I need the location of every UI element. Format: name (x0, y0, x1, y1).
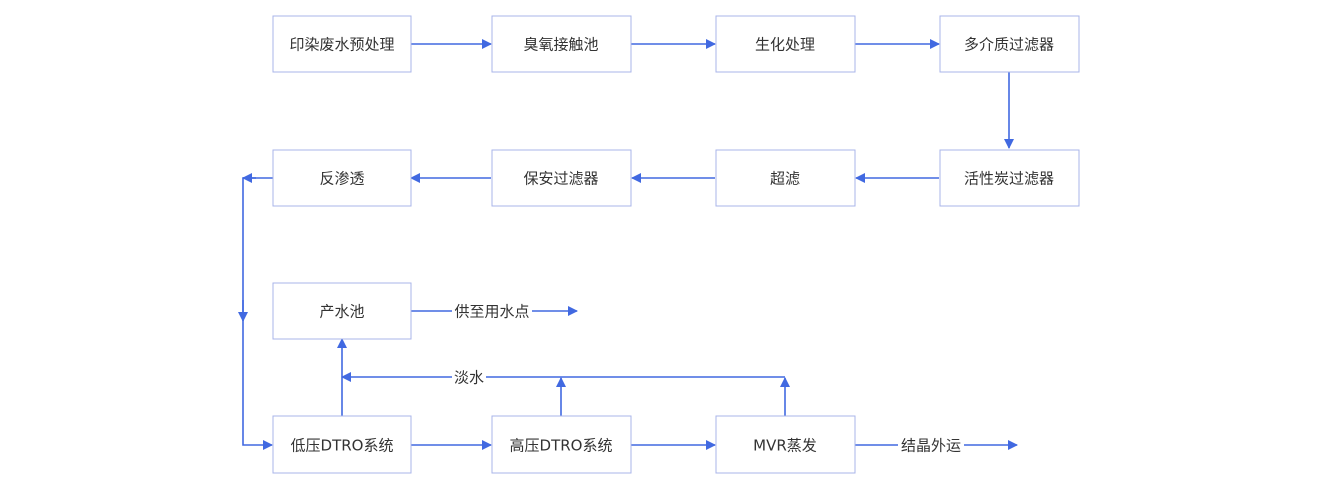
node-reverse-osmosis[interactable]: 反渗透 (272, 149, 412, 207)
node-label: 低压DTRO系统 (291, 437, 394, 455)
node-low-dtro[interactable]: 低压DTRO系统 (272, 415, 412, 474)
node-label: MVR蒸发 (753, 437, 817, 455)
node-pretreatment[interactable]: 印染废水预处理 (272, 15, 412, 73)
node-security-filter[interactable]: 保安过滤器 (491, 149, 632, 207)
edges (238, 39, 1018, 450)
edge-labels: 供至用水点 淡水 结晶外运 (452, 302, 964, 455)
edge-ro-to-low-dtro (242, 177, 273, 450)
node-biochem[interactable]: 生化处理 (715, 15, 856, 73)
node-label: 活性炭过滤器 (964, 170, 1054, 188)
node-label: 反渗透 (319, 170, 364, 188)
node-label: 高压DTRO系统 (510, 437, 613, 455)
edge-label-crystal-out: 结晶外运 (901, 437, 961, 455)
node-high-dtro[interactable]: 高压DTRO系统 (491, 415, 632, 474)
edge-label-fresh-water: 淡水 (454, 369, 484, 387)
node-label: 臭氧接触池 (523, 36, 598, 54)
node-label: 生化处理 (755, 36, 815, 54)
nodes: 印染废水预处理 臭氧接触池 生化处理 多介质过滤器 反渗透 保安过滤器 超滤 (272, 15, 1080, 474)
node-ultrafiltration[interactable]: 超滤 (715, 149, 856, 207)
node-multimedia-filter[interactable]: 多介质过滤器 (939, 15, 1080, 73)
node-product-tank[interactable]: 产水池 (272, 282, 412, 340)
node-mvr[interactable]: MVR蒸发 (715, 415, 856, 474)
node-carbon-filter[interactable]: 活性炭过滤器 (939, 149, 1080, 207)
edge-label-supply: 供至用水点 (454, 303, 529, 321)
node-label: 产水池 (319, 303, 364, 321)
node-label: 超滤 (770, 170, 800, 188)
node-ozone-contact[interactable]: 臭氧接触池 (491, 15, 632, 73)
node-label: 印染废水预处理 (289, 36, 394, 54)
node-label: 保安过滤器 (523, 170, 598, 188)
node-label: 多介质过滤器 (964, 36, 1054, 54)
